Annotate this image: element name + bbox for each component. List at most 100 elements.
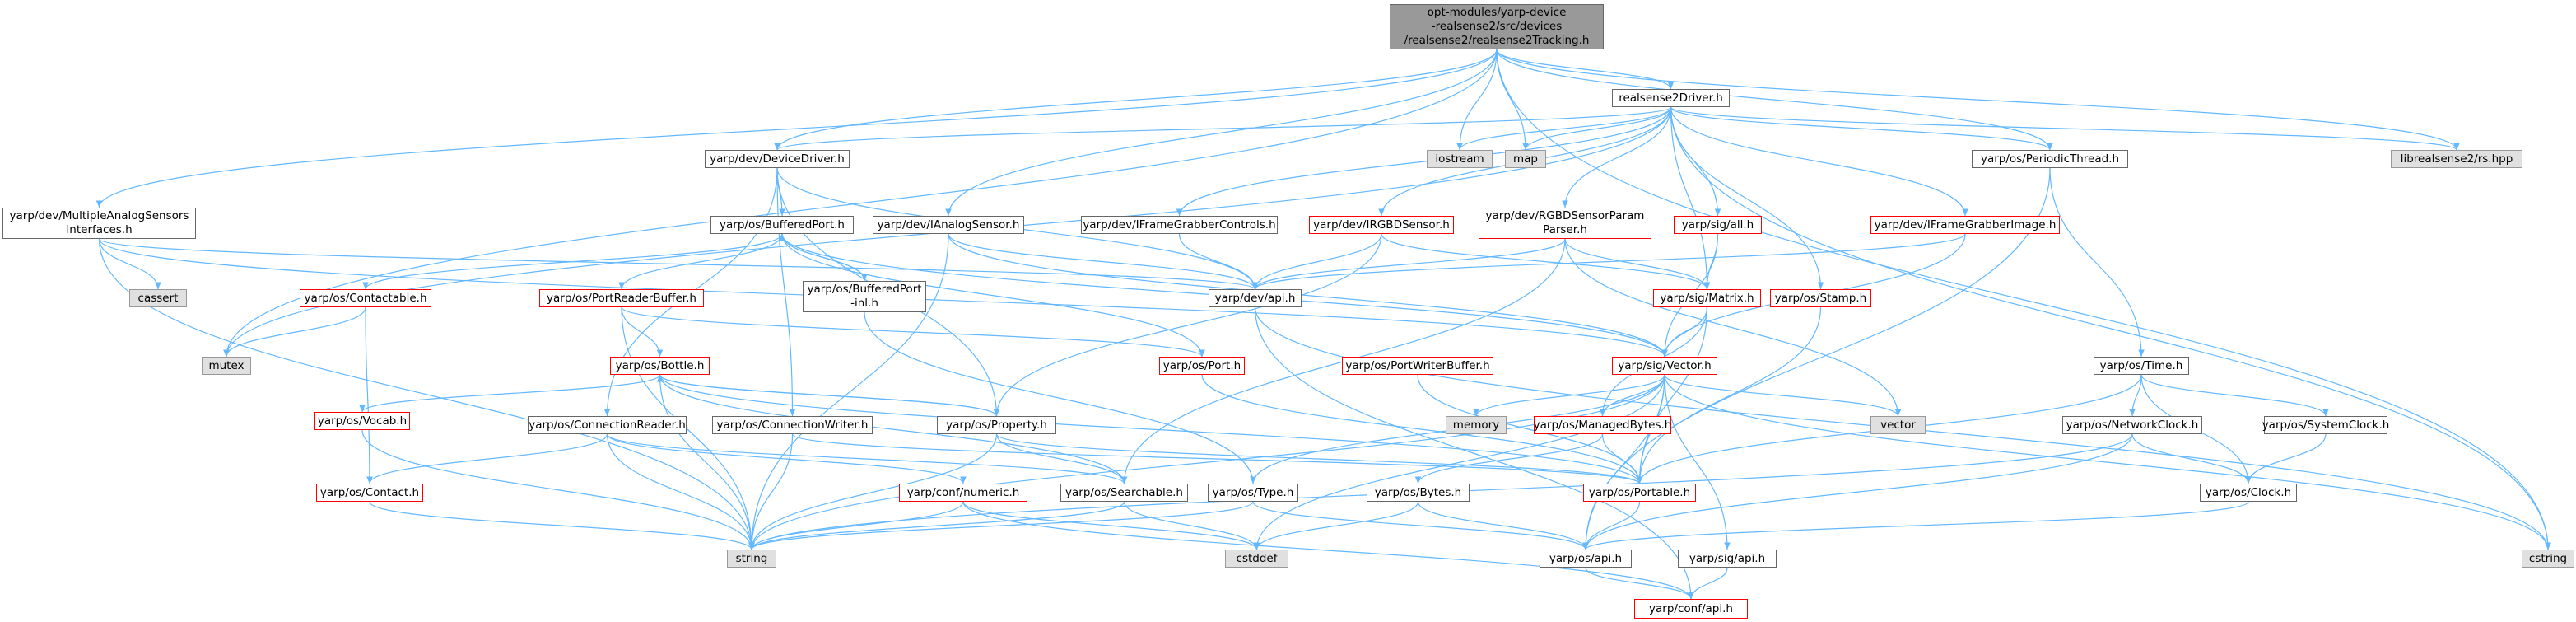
- node-connreader[interactable]: yarp/os/ConnectionReader.h: [528, 416, 687, 434]
- node-label-line: yarp/os/PortWriterBuffer.h: [1345, 358, 1490, 372]
- node-bufportinl[interactable]: yarp/os/BufferedPort-inl.h: [803, 281, 926, 312]
- edge-ianalog-to-devapi: [948, 233, 1259, 290]
- node-map: map: [1505, 150, 1546, 168]
- edge-port-to-portable: [1201, 374, 1643, 484]
- node-iframeimg[interactable]: yarp/dev/IFrameGrabberImage.h: [1870, 216, 2060, 234]
- edge-sigapi-to-confapi: [1688, 567, 1728, 600]
- node-label-line: yarp/os/NetworkClock.h: [2066, 418, 2199, 432]
- node-label-line: iostream: [1435, 152, 1484, 166]
- node-label-line: yarp/os/PeriodicThread.h: [1980, 152, 2120, 166]
- edge-contactable-to-contact: [365, 306, 373, 484]
- node-contactable[interactable]: yarp/os/Contactable.h: [300, 289, 431, 307]
- node-portwriterbuf[interactable]: yarp/os/PortWriterBuffer.h: [1342, 357, 1493, 375]
- node-portreaderbuf[interactable]: yarp/os/PortReaderBuffer.h: [539, 289, 704, 307]
- edge-confnumeric-to-cstddef: [962, 501, 1260, 550]
- edge-irgbd-to-property: [993, 233, 1382, 417]
- node-devicedriver[interactable]: yarp/dev/DeviceDriver.h: [705, 150, 850, 168]
- node-label-line: yarp/os/Contact.h: [319, 485, 420, 499]
- node-bytes[interactable]: yarp/os/Bytes.h: [1367, 484, 1470, 502]
- node-driver[interactable]: realsense2Driver.h: [1612, 89, 1730, 107]
- node-cstddef: cstddef: [1225, 550, 1288, 568]
- edge-driver-to-map: [1522, 106, 1672, 151]
- node-portable[interactable]: yarp/os/Portable.h: [1583, 484, 1696, 502]
- node-connwriter[interactable]: yarp/os/ConnectionWriter.h: [712, 416, 873, 434]
- node-label-line: yarp/os/BufferedPort.h: [720, 217, 845, 231]
- edge-rgbdparam-to-matrix: [1564, 238, 1711, 290]
- node-port[interactable]: yarp/os/Port.h: [1159, 357, 1245, 375]
- node-label-line: Interfaces.h: [66, 223, 133, 236]
- node-ostype[interactable]: yarp/os/Type.h: [1208, 484, 1298, 502]
- edge-confnumeric-to-string: [748, 501, 964, 550]
- edge-netclock-to-osapi: [1582, 433, 2133, 550]
- edge-searchable-to-string: [748, 501, 1125, 550]
- node-cassert: cassert: [129, 289, 187, 307]
- node-matrix[interactable]: yarp/sig/Matrix.h: [1653, 289, 1761, 307]
- edge-vector-to-cstring: [1664, 374, 2551, 550]
- node-label-line: yarp/os/Contactable.h: [304, 291, 427, 305]
- edge-bufport-to-contactable: [362, 233, 783, 290]
- node-mutex: mutex: [202, 357, 251, 375]
- edge-ostype-to-osapi: [1252, 501, 1589, 550]
- node-label-line: yarp/os/Searchable.h: [1065, 485, 1183, 499]
- node-label-line: yarp/sig/api.h: [1689, 551, 1766, 565]
- edge-devapi-to-confapi: [1254, 306, 1694, 600]
- node-bottle[interactable]: yarp/os/Bottle.h: [610, 357, 710, 375]
- edge-portreaderbuf-to-port: [621, 306, 1205, 358]
- node-label-line: yarp/os/ConnectionWriter.h: [716, 418, 869, 432]
- node-osapi[interactable]: yarp/os/api.h: [1540, 550, 1632, 568]
- node-contact[interactable]: yarp/os/Contact.h: [316, 484, 423, 502]
- node-label-line: -realsense2/src/devices: [1431, 20, 1563, 33]
- edge-connreader-to-confnumeric: [606, 433, 967, 484]
- node-label-line: cstring: [2528, 551, 2568, 565]
- node-confapi[interactable]: yarp/conf/api.h: [1634, 599, 1748, 619]
- edge-bytes-to-cstddef: [1253, 501, 1419, 550]
- node-vocab[interactable]: yarp/os/Vocab.h: [314, 412, 410, 430]
- node-label-line: yarp/os/PortReaderBuffer.h: [547, 291, 696, 305]
- node-ostime[interactable]: yarp/os/Time.h: [2094, 357, 2189, 375]
- node-bufport[interactable]: yarp/os/BufferedPort.h: [710, 216, 854, 234]
- node-vector[interactable]: yarp/sig/Vector.h: [1612, 357, 1717, 375]
- node-property[interactable]: yarp/os/Property.h: [937, 416, 1056, 434]
- node-label-line: yarp/os/Vocab.h: [317, 414, 408, 428]
- node-label-line: yarp/sig/all.h: [1681, 217, 1754, 231]
- node-label-line: yarp/os/SystemClock.h: [2262, 418, 2390, 432]
- edge-contactable-to-mutex: [223, 306, 366, 358]
- node-managedbytes[interactable]: yarp/os/ManagedBytes.h: [1534, 416, 1671, 434]
- edge-portreaderbuf-to-bottle: [621, 306, 664, 358]
- node-searchable[interactable]: yarp/os/Searchable.h: [1060, 484, 1188, 502]
- node-iframectrl[interactable]: yarp/dev/IFrameGrabberControls.h: [1081, 216, 1278, 234]
- edge-property-to-searchable: [995, 433, 1128, 484]
- edge-portreaderbuf-to-string: [621, 306, 755, 550]
- edge-devicedriver-to-connwriter: [776, 167, 796, 417]
- edge-root-to-iostream: [1456, 49, 1498, 151]
- node-clock[interactable]: yarp/os/Clock.h: [2200, 484, 2297, 502]
- node-netclock[interactable]: yarp/os/NetworkClock.h: [2062, 416, 2202, 434]
- node-sigall[interactable]: yarp/sig/all.h: [1674, 216, 1762, 234]
- node-memory: memory: [1446, 416, 1507, 434]
- node-periodic[interactable]: yarp/os/PeriodicThread.h: [1972, 150, 2128, 168]
- node-sigapi[interactable]: yarp/sig/api.h: [1678, 550, 1777, 568]
- edge-driver-to-iframeimg: [1670, 106, 1968, 217]
- node-label-line: yarp/sig/Vector.h: [1618, 358, 1712, 372]
- node-label-line: librealsense2/rs.hpp: [2400, 152, 2513, 166]
- node-ianalog[interactable]: yarp/dev/IAnalogSensor.h: [873, 216, 1024, 234]
- node-stamp[interactable]: yarp/os/Stamp.h: [1770, 289, 1871, 307]
- edge-driver-to-iframectrl: [1176, 106, 1672, 217]
- node-root[interactable]: opt-modules/yarp-device-realsense2/src/d…: [1390, 4, 1604, 49]
- edge-osapi-to-confapi: [1585, 567, 1694, 600]
- node-label-line: cassert: [137, 291, 179, 305]
- node-irgbd[interactable]: yarp/dev/IRGBDSensor.h: [1309, 216, 1454, 234]
- edge-iframeimg-to-devapi: [1251, 233, 1966, 290]
- node-sysclock[interactable]: yarp/os/SystemClock.h: [2262, 416, 2390, 434]
- node-devapi[interactable]: yarp/dev/api.h: [1209, 289, 1302, 307]
- edge-stamp-to-portable: [1636, 306, 1822, 484]
- node-label-line: -inl.h: [850, 297, 878, 310]
- edge-property-to-portable: [995, 433, 1643, 484]
- node-confnumeric[interactable]: yarp/conf/numeric.h: [899, 484, 1027, 502]
- node-label-line: mutex: [208, 358, 245, 372]
- node-label-line: opt-modules/yarp-device: [1427, 6, 1567, 19]
- edge-ostime-to-sysclock: [2140, 374, 2329, 417]
- node-label-line: yarp/conf/api.h: [1649, 601, 1733, 615]
